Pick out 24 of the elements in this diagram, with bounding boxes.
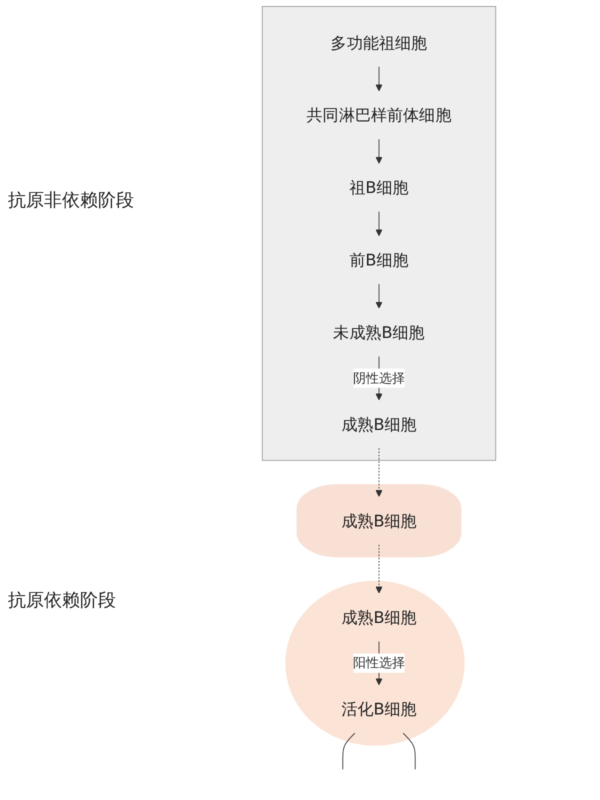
- node-text: 未成熟B细胞: [333, 322, 425, 342]
- node-text: 活化B细胞: [341, 699, 417, 719]
- cluster: [262, 6, 496, 461]
- cluster: [285, 580, 465, 746]
- arrow: [375, 211, 383, 236]
- node-text: 成熟B细胞: [341, 608, 417, 627]
- connector: [342, 732, 356, 770]
- node-text: 成熟B细胞: [341, 511, 417, 530]
- node-text: 多功能祖细胞: [330, 33, 428, 52]
- edge-label: 阳性选择: [353, 655, 405, 670]
- cluster: [296, 484, 462, 558]
- arrow: [375, 66, 383, 92]
- connector: [402, 732, 416, 770]
- node-text: 前B细胞: [349, 250, 409, 270]
- node-text: 祖B细胞: [349, 178, 409, 198]
- node-text: 成熟B细胞: [341, 414, 417, 434]
- stage-label: 抗原非依赖阶段: [8, 189, 135, 212]
- arrow: [375, 284, 383, 309]
- stage-label: 抗原依赖阶段: [8, 589, 117, 612]
- arrow: [375, 448, 383, 497]
- arrow: [375, 138, 383, 164]
- node-text: 共同淋巴样前体细胞: [306, 105, 452, 125]
- edge-label: 阴性选择: [353, 370, 405, 386]
- arrow: [375, 544, 383, 594]
